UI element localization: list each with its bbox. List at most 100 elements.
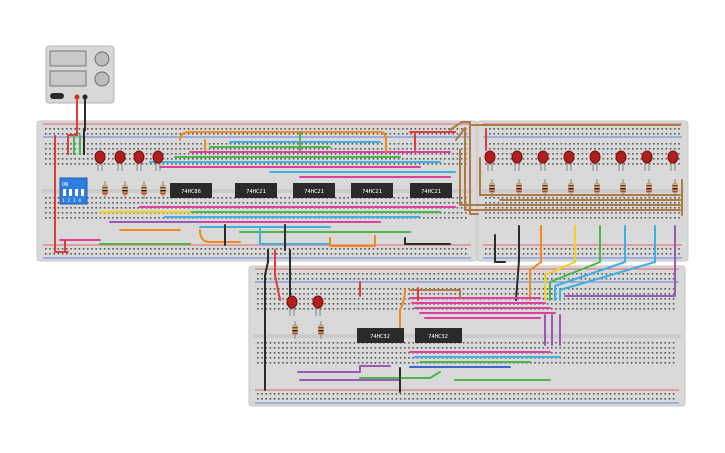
led — [152, 150, 164, 171]
power-supply[interactable] — [45, 45, 115, 104]
breadboard-hole — [330, 153, 333, 155]
resistor-band — [122, 190, 128, 192]
breadboard-hole — [353, 362, 356, 364]
breadboard-hole — [339, 148, 341, 150]
breadboard-hole — [513, 278, 515, 280]
breadboard-hole — [576, 347, 578, 349]
breadboard-hole — [45, 248, 47, 250]
breadboard-hole — [619, 248, 621, 250]
breadboard-hole — [501, 202, 504, 204]
breadboard-hole — [467, 273, 469, 275]
breadboard-hole — [448, 163, 450, 165]
breadboard-hole — [362, 278, 364, 280]
breadboard-hole — [196, 148, 198, 150]
breadboard-hole — [496, 347, 498, 349]
breadboard-hole — [175, 202, 177, 204]
breadboard-hole — [611, 128, 613, 130]
voltage-knob[interactable] — [94, 51, 110, 67]
breadboard-hole — [668, 308, 671, 310]
breadboard-hole — [137, 128, 139, 130]
breadboard-hole — [668, 347, 671, 349]
breadboard-hole — [318, 248, 320, 250]
breadboard-hole — [664, 293, 666, 295]
breadboard-hole — [639, 347, 641, 349]
breadboard-hole — [368, 163, 370, 165]
led — [537, 150, 549, 171]
breadboard-hole — [288, 153, 291, 155]
breadboard-hole — [668, 298, 671, 300]
breadboard-hole — [534, 398, 536, 400]
breadboard-hole — [567, 393, 570, 395]
chip-u3[interactable]: 74HC21 — [293, 183, 335, 198]
breadboard-hole — [45, 207, 47, 209]
breadboard-hole — [395, 308, 398, 310]
chip-u5[interactable]: 74HC21 — [410, 183, 452, 198]
breadboard-hole — [614, 278, 616, 280]
breadboard-hole — [412, 398, 414, 400]
breadboard-hole — [355, 133, 358, 135]
breadboard-hole — [217, 158, 219, 160]
breadboard-hole — [326, 128, 328, 130]
chip-u6[interactable]: 74HC32 — [357, 328, 404, 343]
breadboard-hole — [644, 148, 647, 150]
breadboard-hole — [414, 153, 417, 155]
current-knob[interactable] — [94, 71, 110, 87]
breadboard-hole — [61, 207, 64, 209]
discrete-components[interactable] — [94, 150, 679, 339]
breadboard-hole — [651, 308, 654, 310]
breadboard-hole — [581, 143, 584, 145]
breadboard-hole — [179, 202, 181, 204]
breadboard-hole — [196, 163, 198, 165]
breadboard-hole — [543, 207, 546, 209]
breadboard-hole — [103, 163, 106, 165]
breadboard-hole — [423, 143, 425, 145]
breadboard-hole — [517, 398, 519, 400]
breadboard-hole — [581, 153, 584, 155]
breadboard-hole — [435, 163, 438, 165]
power-switch[interactable] — [50, 93, 64, 99]
breadboard-hole — [208, 133, 211, 135]
chip-u1[interactable]: 74HC86 — [170, 183, 212, 198]
breadboard-hole — [416, 362, 419, 364]
breadboard-hole — [525, 293, 528, 295]
jumper-wires[interactable] — [54, 121, 683, 393]
dip-toggle-4[interactable] — [81, 189, 84, 196]
dip-toggle-3[interactable] — [75, 189, 78, 196]
dip-toggle-2[interactable] — [69, 189, 72, 196]
negative-terminal[interactable] — [82, 94, 88, 100]
breadboard-hole — [320, 352, 322, 354]
breadboard-hole — [615, 163, 617, 165]
chip-u4[interactable]: 74HC21 — [351, 183, 393, 198]
breadboard-hole — [450, 347, 452, 349]
breadboard-hole — [116, 163, 118, 165]
breadboard-hole — [423, 253, 425, 255]
breadboard-hole — [273, 362, 276, 364]
breadboard-hole — [154, 248, 156, 250]
breadboard-hole — [187, 143, 190, 145]
dip-toggle-1[interactable] — [63, 189, 66, 196]
dip-switch[interactable]: ON 1 2 3 4 — [59, 177, 88, 205]
breadboard-hole — [61, 148, 64, 150]
chip-u2[interactable]: 74HC21 — [235, 183, 277, 198]
breadboard-hole — [376, 143, 379, 145]
breadboard-hole — [605, 347, 608, 349]
breadboard-hole — [510, 153, 512, 155]
resistor-band — [489, 188, 495, 190]
breadboard-hole — [322, 128, 324, 130]
breadboard-hole — [648, 253, 651, 255]
resistor-band — [594, 188, 600, 190]
breadboard-hole — [450, 393, 452, 395]
breadboard-hole — [395, 288, 398, 290]
breadboard-hole — [522, 207, 525, 209]
breadboard-hole — [408, 357, 410, 359]
breadboard-hole — [664, 362, 666, 364]
breadboard-hole — [444, 158, 446, 160]
breadboard-hole — [301, 248, 303, 250]
positive-terminal[interactable] — [74, 94, 80, 100]
breadboard-hole — [374, 352, 377, 354]
breadboard-hole — [454, 273, 456, 275]
breadboard-hole — [668, 352, 671, 354]
breadboard-hole — [627, 153, 630, 155]
chip-u7[interactable]: 74HC32 — [415, 328, 462, 343]
